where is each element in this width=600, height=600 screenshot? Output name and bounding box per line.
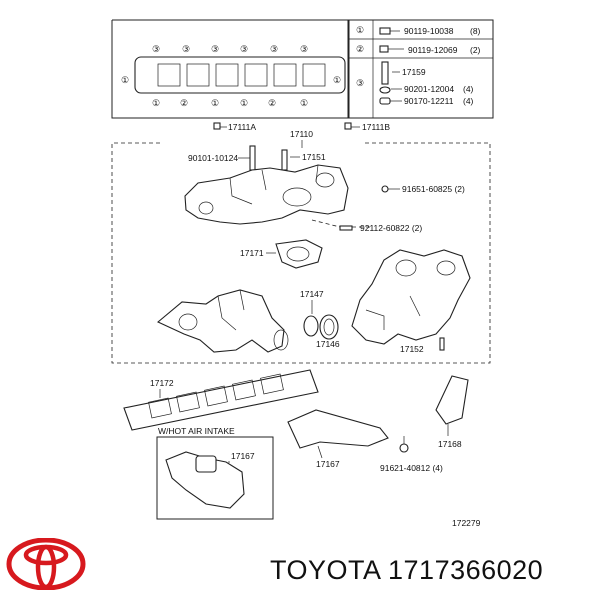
gasket-mark-3d: ③: [240, 44, 248, 54]
callout-90101-10124: 90101-10124: [188, 153, 238, 163]
heat-shield-group: 17172 17168 W/HOT AIR INTAKE 17167 17167…: [123, 369, 481, 528]
table-row-4-part: 90201-12004: [404, 84, 454, 94]
callout-17167-inset: 17167: [231, 451, 255, 461]
parts-table: ① 90119-10038 (8) ② 90119-12069 (2) ③ 17…: [348, 19, 494, 119]
manifold-assembly: 17111A 17110 17111B 90101-10124 17151 91…: [111, 122, 491, 364]
callout-17152: 17152: [400, 344, 424, 354]
table-row-2-part: 90119-12069: [408, 45, 458, 55]
callout-17172: 17172: [150, 378, 174, 388]
table-row-4-qty: (4): [463, 84, 474, 94]
gasket-mark-1-right: ①: [333, 75, 341, 85]
table-row-5-qty: (4): [463, 96, 474, 106]
table-row-2-qty: (2): [470, 45, 481, 55]
gasket-mark-3a: ③: [152, 44, 160, 54]
callout-91621-40812: 91621-40812 (4): [380, 463, 443, 473]
callout-17168: 17168: [438, 439, 462, 449]
table-row-3-mark: ③: [356, 78, 364, 88]
gasket-mark-2a: ②: [180, 98, 188, 108]
callout-17151: 17151: [302, 152, 326, 162]
table-row-5-part: 90170-12211: [404, 96, 454, 106]
callout-17111b: 17111B: [362, 122, 390, 132]
callout-91651-60825: 91651-60825 (2): [402, 184, 465, 194]
callout-17167: 17167: [316, 459, 340, 469]
callout-17146: 17146: [316, 339, 340, 349]
diagram-number: 172279: [452, 518, 481, 528]
gasket-ports: [157, 63, 326, 87]
gasket-mark-2b: ②: [268, 98, 276, 108]
hot-air-intake-label: W/HOT AIR INTAKE: [158, 426, 235, 436]
gasket-mark-3e: ③: [270, 44, 278, 54]
callout-17147: 17147: [300, 289, 324, 299]
callout-92112-60822: 92112-60822 (2): [360, 223, 422, 233]
callout-17111a: 17111A: [228, 122, 256, 132]
callout-17171: 17171: [240, 248, 264, 258]
gasket-mark-3b: ③: [182, 44, 190, 54]
gasket-mark-1d: ①: [300, 98, 308, 108]
toyota-logo: [6, 538, 86, 590]
table-row-2-mark: ②: [356, 44, 364, 54]
gasket-panel: ① ① ③ ③ ③ ③ ③ ③ ① ② ① ① ② ①: [111, 19, 349, 119]
table-row-3-part: 17159: [402, 67, 426, 77]
table-row-1-part: 90119-10038: [404, 26, 454, 36]
gasket-mark-1-left: ①: [121, 75, 129, 85]
gasket-mark-1c: ①: [240, 98, 248, 108]
callout-17110: 17110: [290, 129, 313, 139]
gasket-mark-1b: ①: [211, 98, 219, 108]
table-row-1-qty: (8): [470, 26, 481, 36]
gasket-mark-3c: ③: [211, 44, 219, 54]
gasket-mark-1a: ①: [152, 98, 160, 108]
gasket-mark-3f: ③: [300, 44, 308, 54]
table-row-1-mark: ①: [356, 25, 364, 35]
footer-title: TOYOTA 1717366020: [270, 555, 544, 585]
